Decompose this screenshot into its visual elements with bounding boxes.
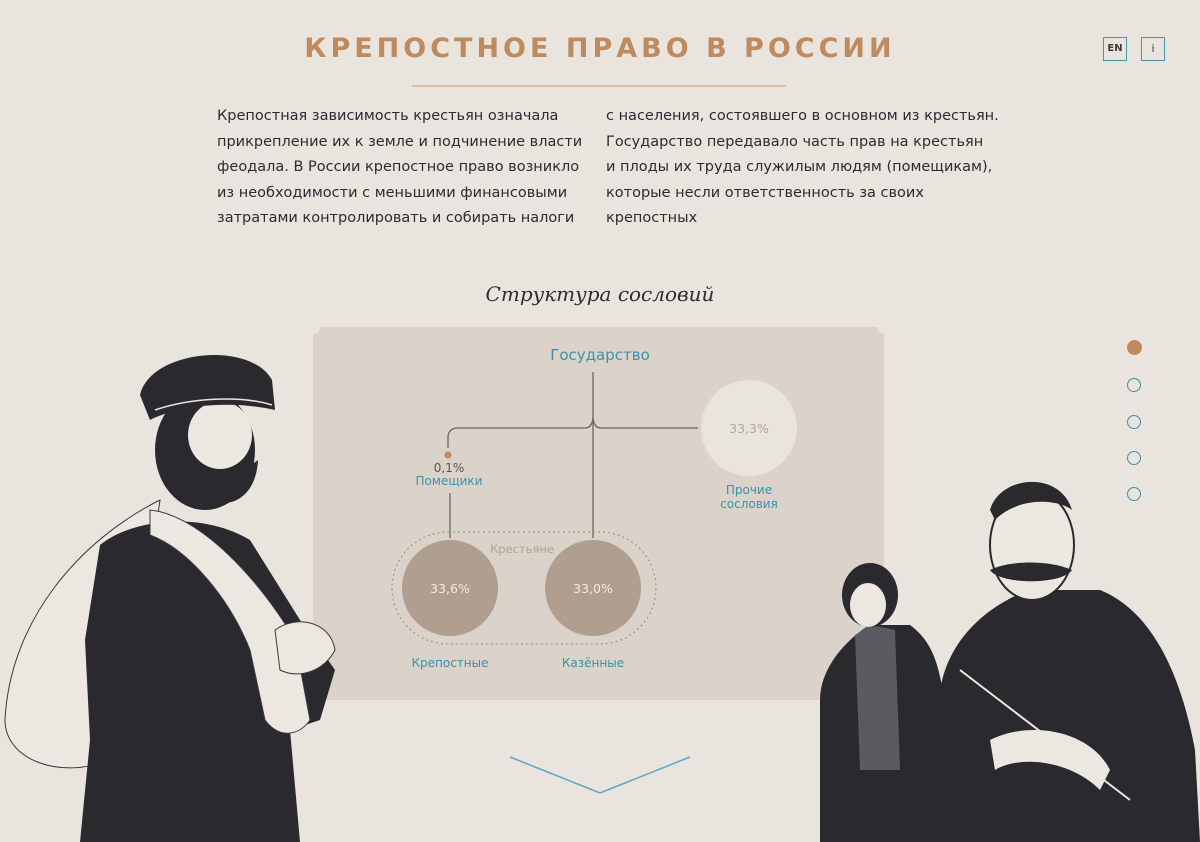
serfs-circle: 33,6% bbox=[402, 540, 498, 636]
peasants-group-label: Крестьяне bbox=[490, 542, 554, 556]
noblemen-illustration bbox=[820, 481, 1200, 842]
peasant-illustration bbox=[4, 354, 336, 842]
state-peasants-percent: 33,0% bbox=[573, 580, 613, 596]
node-landowners: Помещики bbox=[415, 474, 483, 488]
intro-text-column-2: с населения, состоявшего в основном из к… bbox=[606, 104, 1006, 232]
intro-line: прикрепление их к земле и подчинение вла… bbox=[217, 133, 583, 150]
node-state: Государство bbox=[550, 346, 650, 364]
nav-dot-5[interactable] bbox=[1127, 487, 1141, 501]
intro-line: Крепостная зависимость крестьян означала bbox=[217, 108, 559, 124]
panel-corner bbox=[306, 320, 320, 334]
nav-dot-2[interactable] bbox=[1127, 378, 1141, 392]
intro-line: Государство передавало часть прав на кре… bbox=[606, 133, 984, 150]
title-divider bbox=[412, 85, 786, 87]
diagram-panel bbox=[306, 320, 891, 700]
node-serfs: Крепостные bbox=[411, 656, 489, 670]
landowners-percent: 0,1% bbox=[433, 461, 465, 475]
nav-dot-4[interactable] bbox=[1127, 451, 1141, 465]
language-toggle-button[interactable]: EN bbox=[1103, 37, 1127, 61]
scroll-down-chevron-icon[interactable] bbox=[505, 750, 695, 800]
intro-line: затратами контролировать и собирать нало… bbox=[217, 210, 575, 226]
page-title: КРЕПОСТНОЕ ПРАВО В РОССИИ bbox=[304, 33, 896, 64]
diagram-title: Структура сословий bbox=[485, 282, 715, 306]
intro-line: феодала. В России крепостное право возни… bbox=[217, 159, 580, 175]
panel-corner bbox=[877, 320, 891, 334]
other-estates-label-1: Прочие bbox=[725, 483, 773, 497]
intro-line: с населения, состоявшего в основном из к… bbox=[606, 108, 999, 124]
node-state-peasants: Казённые bbox=[561, 656, 625, 670]
nav-dot-3[interactable] bbox=[1127, 415, 1141, 429]
intro-text-column-1: Крепостная зависимость крестьян означала… bbox=[217, 104, 597, 232]
serfs-percent: 33,6% bbox=[430, 580, 470, 596]
node-other-estates: Прочие сословия bbox=[700, 483, 798, 511]
intro-line: крепостных bbox=[606, 210, 698, 226]
info-button[interactable]: i bbox=[1141, 37, 1165, 61]
other-estates-label-2: сословия bbox=[720, 497, 778, 511]
others-circle: 33,3% bbox=[701, 380, 797, 476]
intro-line: которые несли ответственность за своих bbox=[606, 184, 924, 201]
others-percent: 33,3% bbox=[729, 420, 769, 436]
intro-line: из необходимости с меньшими финансовыми bbox=[217, 184, 568, 201]
state-peasants-circle: 33,0% bbox=[545, 540, 641, 636]
intro-line: и плоды их труда служилым людям (помещик… bbox=[606, 159, 993, 175]
nav-dot-1[interactable] bbox=[1127, 340, 1142, 355]
